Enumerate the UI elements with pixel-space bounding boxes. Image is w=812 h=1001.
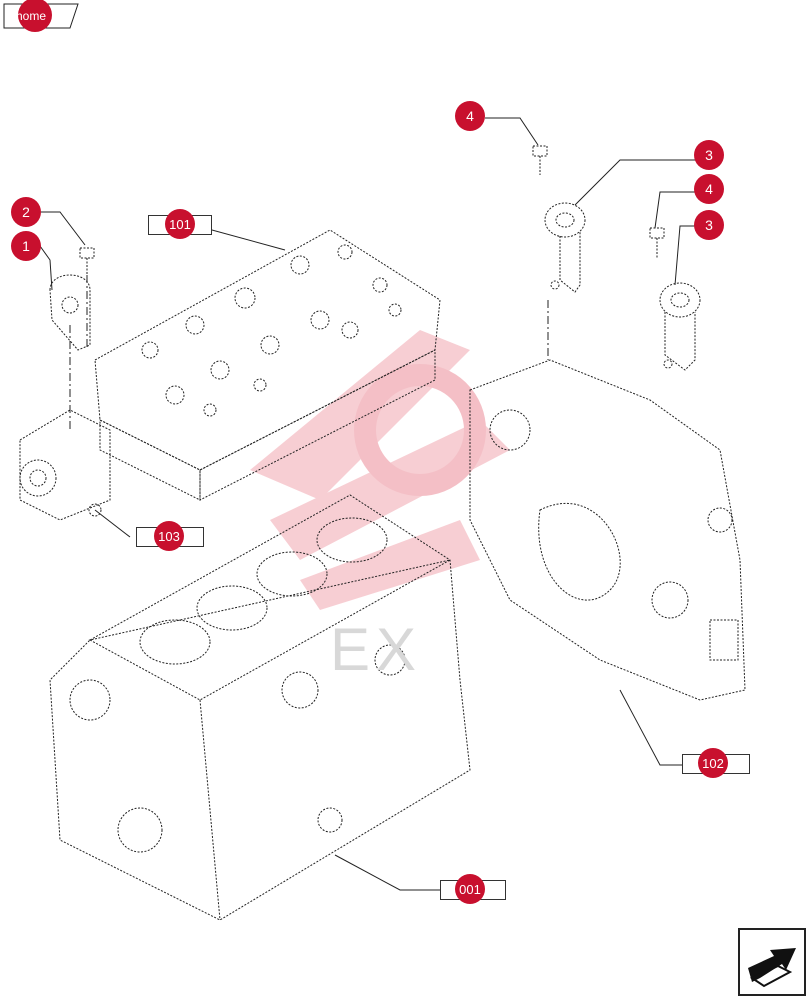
callout-3-lower[interactable]: 3 [694,210,724,240]
watermark-logo [250,330,510,610]
cylinder-head [94,229,441,501]
ref-102-badge: 102 [698,748,728,778]
next-page-arrow-icon[interactable] [738,928,806,996]
water-pump [19,409,111,521]
lifting-eye-rear-1 [544,202,586,293]
ref-box-101[interactable]: 101 [148,209,212,239]
bolt-2 [532,145,548,175]
callout-3-upper[interactable]: 3 [694,140,724,170]
callout-4-right[interactable]: 4 [694,174,724,204]
bolt-1 [79,247,95,275]
home-label: home [16,9,47,23]
ref-001-badge: 001 [455,874,485,904]
callout-1[interactable]: 1 [11,231,41,261]
callout-4-top[interactable]: 4 [455,101,485,131]
flywheel-housing [469,359,746,701]
lifting-eye-rear-2 [659,282,701,371]
home-badge [18,0,52,32]
watermark-text: EX [330,616,423,683]
lifting-eye-front [49,274,91,351]
ref-box-103[interactable]: 103 [136,521,204,551]
ref-box-001[interactable]: 001 [440,874,506,904]
callout-2[interactable]: 2 [11,197,41,227]
ref-103-badge: 103 [154,521,184,551]
bolt-3 [649,227,665,258]
engine-block [49,494,471,921]
home-button[interactable]: home [4,0,78,32]
ref-box-102[interactable]: 102 [682,748,750,778]
ref-101-badge: 101 [165,209,195,239]
